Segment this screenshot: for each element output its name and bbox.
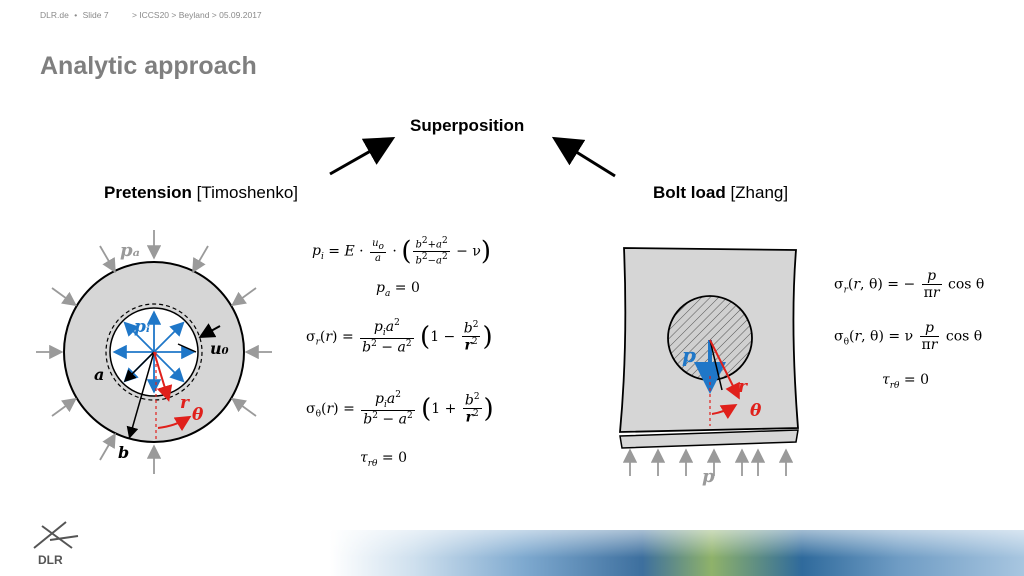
earth-banner [330, 530, 1024, 576]
pa-label: pₐ [120, 240, 140, 261]
pretension-heading: Pretension [Timoshenko] [104, 183, 298, 203]
dlr-logo-text: DLR [38, 553, 63, 567]
eq-zhang-tau: τrθ = 0 [882, 372, 930, 391]
pretension-label: Pretension [104, 183, 192, 202]
theta-bolt-label: θ [750, 401, 762, 421]
dashed-circle [105, 303, 203, 401]
boltload-heading: Bolt load [Zhang] [653, 183, 788, 203]
p-bolt-label: p [682, 343, 696, 367]
boltload-figure: p r θ p [619, 247, 799, 487]
a-label: a [94, 365, 104, 384]
eq-pa: pa = 0 [376, 280, 420, 299]
load-arrows [622, 448, 794, 476]
eq-tau: τrθ = 0 [360, 450, 408, 469]
r-label: r [180, 393, 190, 413]
r-bolt-label: r [738, 377, 748, 397]
slide-number: Slide 7 [82, 10, 109, 20]
pretension-figure: pₐ pᵢ u₀ a b r θ [36, 230, 272, 474]
p-load-label: p [702, 466, 715, 487]
breadcrumb: > ICCS20 > Beyland > 05.09.2017 [131, 10, 262, 20]
site-label: DLR.de [40, 10, 69, 20]
pi-label: pᵢ [134, 317, 150, 337]
slide-header: DLR.de • Slide 7 > ICCS20 > Beyland > 05… [40, 10, 265, 20]
plate-edge [619, 429, 799, 449]
pretension-ref: [Timoshenko] [196, 183, 299, 202]
u0-label: u₀ [210, 339, 229, 358]
slide-title: Analytic approach [40, 52, 257, 80]
arrow-left [329, 137, 396, 176]
boltload-ref: [Zhang] [730, 183, 789, 202]
boltload-label: Bolt load [653, 183, 726, 202]
superposition-heading: Superposition [410, 116, 525, 135]
dlr-logo-icon [33, 521, 79, 549]
theta-label: θ [192, 405, 204, 425]
arrow-right [551, 136, 616, 178]
header-bullet: • [74, 10, 78, 20]
b-label: b [118, 443, 129, 462]
